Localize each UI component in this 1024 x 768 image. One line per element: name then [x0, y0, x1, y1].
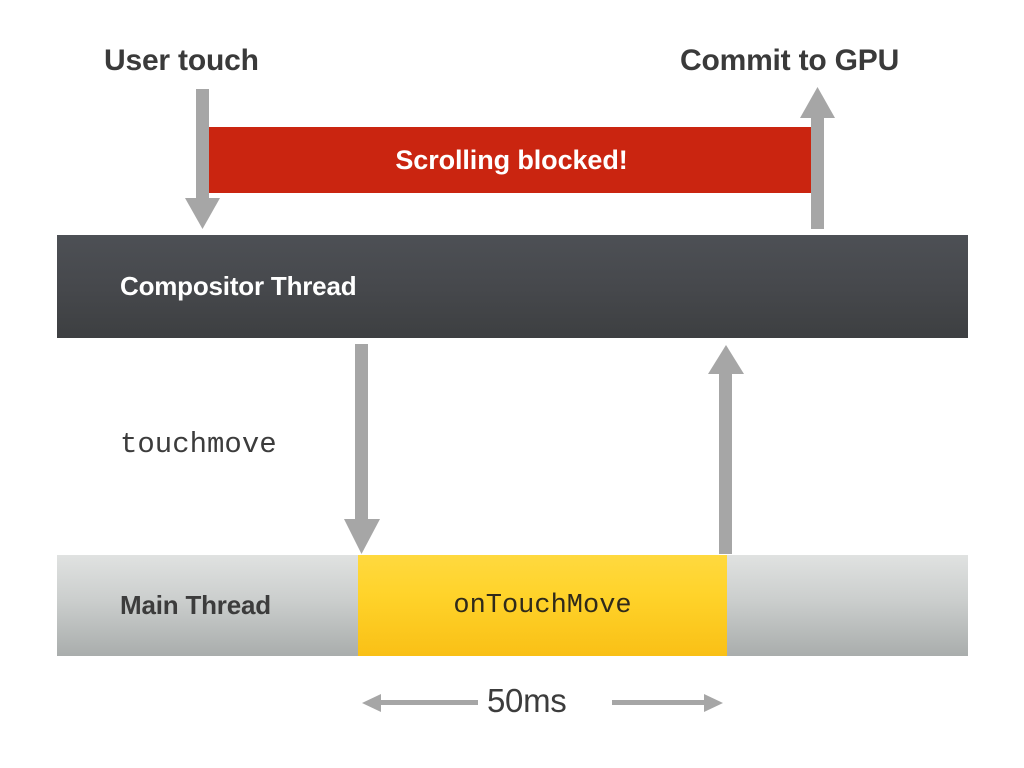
- compositor-thread-label: Compositor Thread: [120, 271, 357, 301]
- duration-right-arrow: [612, 694, 723, 712]
- touchmove-event-label: touchmove: [120, 428, 277, 461]
- duration-label: 50ms: [487, 682, 567, 719]
- duration-left-arrow: [362, 694, 478, 712]
- scrolling-blocked-banner: Scrolling blocked!: [205, 127, 818, 193]
- scrolling-blocked-label: Scrolling blocked!: [395, 144, 628, 175]
- main-thread-label: Main Thread: [120, 590, 271, 620]
- compositor-thread-lane: Compositor Thread: [57, 235, 968, 338]
- touchmove-dispatch-arrow: [344, 344, 380, 554]
- handler-return-arrow: [708, 345, 744, 554]
- label-user-touch: User touch: [104, 44, 259, 77]
- label-commit-to-gpu: Commit to GPU: [680, 44, 900, 77]
- ontouchmove-handler-label: onTouchMove: [453, 590, 632, 621]
- ontouchmove-handler-block: onTouchMove: [358, 555, 727, 656]
